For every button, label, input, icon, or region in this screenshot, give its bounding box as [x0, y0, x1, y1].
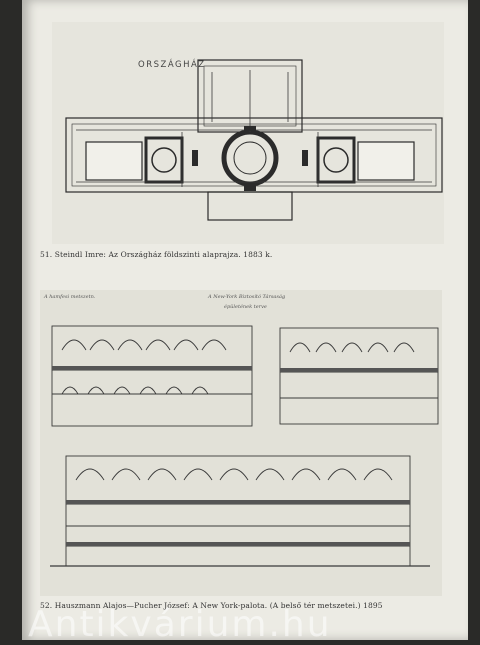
sheet-label-right-2: épületének terve	[224, 304, 267, 310]
floor-plan-figure: ORSZÁGHÁZ	[52, 22, 444, 244]
figure-2-caption: 52. Hauszmann Alajos—Pucher József: A Ne…	[40, 601, 383, 610]
section-drawings-figure: A hamfesi metszetn. A New-York Biztosító…	[40, 290, 442, 596]
watermark: Antikvárium.hu	[28, 604, 332, 645]
floor-plan-drawing	[65, 59, 443, 221]
sheet-label-right-1: A New-York Biztosító Társaság	[208, 294, 286, 300]
plan-title: ORSZÁGHÁZ	[138, 60, 206, 70]
section-drawings	[50, 325, 439, 567]
sheet-label-left: A hamfesi metszetn.	[44, 294, 96, 300]
figure-1-caption: 51. Steindl Imre: Az Országház földszint…	[40, 250, 273, 259]
